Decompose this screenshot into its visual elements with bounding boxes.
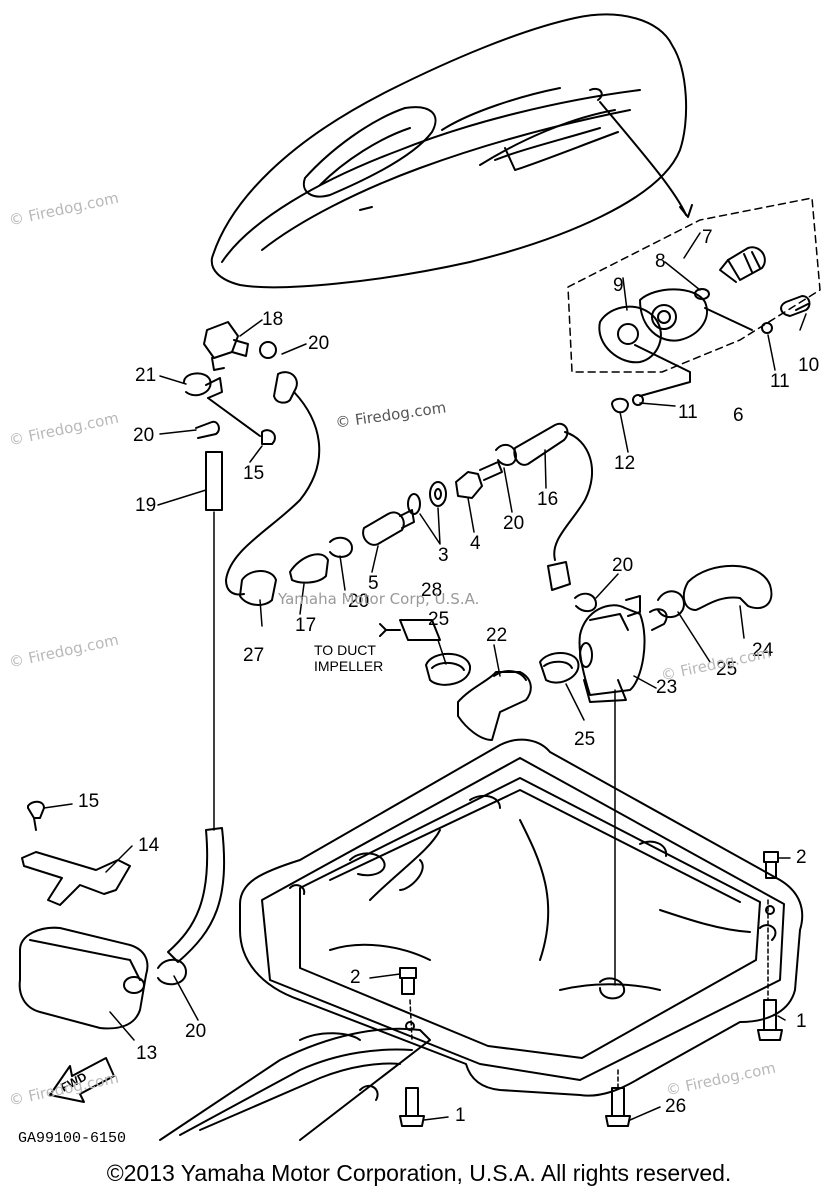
dashed-group-outline (567, 197, 821, 373)
callout-1-right: 1 (796, 1011, 807, 1032)
watermark-yamaha: Yamaha Motor Corp, U.S.A. (278, 590, 480, 608)
callout-3: 3 (438, 545, 449, 566)
hull-illustration (210, 13, 693, 289)
callout-6: 6 (733, 405, 744, 426)
callout-7: 7 (702, 227, 713, 248)
callout-18: 18 (262, 309, 284, 330)
callout-15-upper: 15 (243, 463, 265, 484)
callout-20-left: 20 (133, 425, 155, 446)
callout-15-lower: 15 (78, 791, 100, 812)
callout-20-bottom: 20 (185, 1021, 207, 1042)
callout-24: 24 (752, 640, 774, 661)
callout-5: 5 (368, 573, 379, 594)
filter-plate-parts (598, 246, 811, 414)
callout-20-top: 20 (308, 333, 330, 354)
callout-4: 4 (470, 533, 481, 554)
callout-2-left: 2 (350, 967, 361, 988)
callout-17: 17 (295, 615, 317, 636)
callout-10: 10 (798, 355, 820, 376)
note-impeller: IMPELLER (314, 658, 384, 674)
callout-25-right: 25 (716, 659, 738, 680)
leader-lines (43, 232, 807, 1121)
callout-13: 13 (136, 1043, 158, 1064)
callout-19: 19 (135, 495, 157, 516)
jet-pump-illustration (159, 1027, 431, 1141)
fasteners (27, 800, 783, 1127)
callout-20-right: 20 (612, 555, 634, 576)
diagram-code: GA99100-6150 (18, 1130, 127, 1147)
callout-26: 26 (665, 1096, 687, 1117)
callout-22: 22 (486, 625, 508, 646)
callout-27: 27 (243, 645, 265, 666)
copyright-footer: ©2013 Yamaha Motor Corporation, U.S.A. A… (106, 1160, 732, 1186)
callout-9: 9 (613, 275, 624, 296)
callout-2-right: 2 (796, 847, 807, 868)
callout-25-left: 25 (428, 609, 450, 630)
bracket-and-box (18, 851, 187, 1030)
callout-11-lower: 11 (678, 402, 698, 423)
fwd-arrow (49, 1057, 115, 1103)
callout-25-bottom: 25 (574, 729, 596, 750)
callout-21: 21 (135, 365, 157, 386)
callout-20-mid: 20 (348, 591, 370, 612)
right-valve-assembly (379, 564, 773, 986)
callout-28: 28 (421, 580, 443, 601)
engine-bed-frame (239, 738, 804, 1097)
callout-20-center: 20 (503, 513, 525, 534)
callout-16: 16 (537, 489, 559, 510)
callout-12: 12 (614, 453, 636, 474)
callout-1-bottom: 1 (455, 1105, 466, 1126)
callout-14: 14 (138, 835, 160, 856)
note-to-duct: TO DUCT (314, 642, 376, 658)
callout-8: 8 (655, 251, 666, 272)
left-hose-assembly (167, 321, 321, 963)
callout-23: 23 (656, 677, 678, 698)
callout-11-upper: 11 (770, 371, 790, 392)
center-valve-line (239, 422, 594, 606)
